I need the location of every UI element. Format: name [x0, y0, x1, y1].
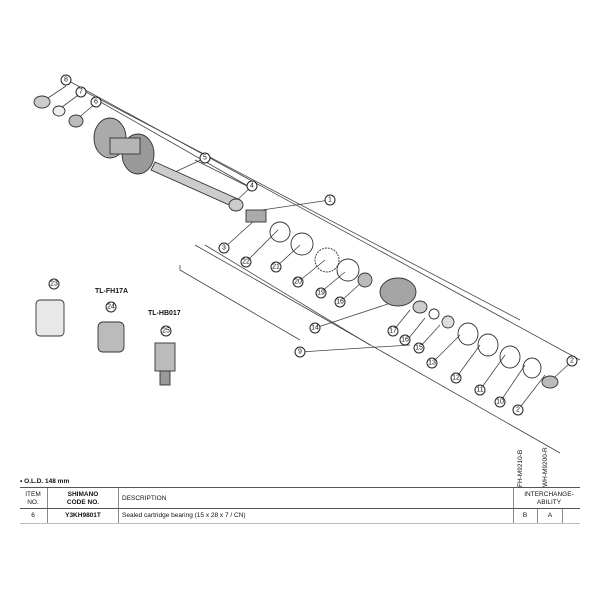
callout-14: 14 [309, 322, 321, 334]
svg-text:25: 25 [162, 328, 170, 335]
callout-21: 21 [270, 261, 282, 273]
svg-text:9: 9 [298, 349, 302, 356]
svg-text:23: 23 [50, 281, 58, 288]
callout-19: 19 [315, 287, 327, 299]
part-11-ring [499, 345, 521, 369]
part-15-seal [428, 308, 440, 320]
callout-9: 9 [294, 346, 306, 358]
part-21-ring [290, 232, 314, 256]
callout-2b: 2 [512, 404, 524, 416]
part-14-seal [441, 315, 455, 329]
row-interchange-b: B [522, 512, 528, 519]
svg-text:10: 10 [496, 399, 504, 406]
callout-11: 11 [474, 384, 486, 396]
part-25-tool-shaft [154, 342, 176, 372]
callout-6: 6 [90, 96, 102, 108]
svg-text:1: 1 [328, 197, 332, 204]
part-4-bearing [228, 198, 244, 212]
callout-1: 1 [324, 194, 336, 206]
row-description: Sealed cartridge bearing (15 x 28 x 7 / … [122, 512, 246, 519]
part-17-freehub-body [379, 277, 417, 307]
svg-text:20: 20 [294, 279, 302, 286]
callout-23: 23 [48, 278, 60, 290]
svg-text:16: 16 [336, 299, 344, 306]
old-note: • O.L.D. 148 mm [20, 478, 70, 485]
part-24-tool-sleeve [97, 321, 125, 353]
callout-8: 8 [60, 74, 72, 86]
svg-text:5: 5 [203, 155, 207, 162]
part-20-ratchet-ring [314, 247, 340, 273]
svg-text:22: 22 [242, 259, 250, 266]
svg-text:16: 16 [401, 337, 409, 344]
row-code: Y3KH9801T [65, 512, 101, 519]
svg-text:15: 15 [415, 345, 423, 352]
part-25-tool-tip [159, 370, 171, 386]
part-19-ring [336, 258, 360, 282]
table-row: 6 Y3KH9801T Sealed cartridge bearing (15… [20, 509, 580, 524]
svg-text:12: 12 [452, 375, 460, 382]
svg-text:14: 14 [311, 325, 319, 332]
part-12-ring [477, 333, 499, 357]
svg-text:11: 11 [476, 387, 483, 394]
part-7-seal [52, 105, 66, 117]
part-3-spacer [245, 209, 267, 223]
svg-text:6: 6 [94, 99, 98, 106]
tool-label-hb017: TL-HB017 [148, 310, 181, 317]
callout-25: 25 [160, 325, 172, 337]
part-10-ring [522, 357, 542, 379]
part-16-bearing [412, 300, 428, 314]
callout-7: 7 [75, 86, 87, 98]
svg-text:7: 7 [79, 89, 83, 96]
row-interchange-a: A [547, 512, 553, 519]
tool-label-fh17a: TL-FH17A [95, 288, 128, 295]
callout-10: 10 [494, 396, 506, 408]
callout-16b: 16 [334, 296, 346, 308]
part-hub-shell-body [109, 137, 141, 155]
part-13-ring [457, 322, 479, 346]
part-5-axle [150, 161, 241, 209]
svg-text:3: 3 [222, 245, 226, 252]
svg-text:17: 17 [389, 328, 397, 335]
svg-text:19: 19 [317, 290, 325, 297]
callout-22: 22 [240, 256, 252, 268]
callout-17: 17 [387, 325, 399, 337]
svg-text:24: 24 [107, 304, 115, 311]
row-item: 6 [31, 512, 35, 519]
callout-12: 12 [450, 372, 462, 384]
callout-3: 3 [218, 242, 230, 254]
svg-text:8: 8 [64, 77, 68, 84]
callout-2: 2 [566, 355, 578, 367]
header-interchangeability: INTERCHANGE-ABILITY [524, 491, 574, 506]
callout-15: 15 [413, 342, 425, 354]
callout-4: 4 [246, 180, 258, 192]
svg-text:13: 13 [428, 360, 436, 367]
svg-text:2: 2 [516, 407, 520, 414]
part-18-bearing [357, 272, 373, 288]
header-description: DESCRIPTION [122, 495, 167, 502]
svg-text:4: 4 [250, 183, 254, 190]
callout-13: 13 [426, 357, 438, 369]
svg-text:2: 2 [570, 358, 574, 365]
callout-5: 5 [199, 152, 211, 164]
part-23-grease-jar [35, 299, 65, 337]
callout-24: 24 [105, 301, 117, 313]
hub-parts [33, 95, 559, 389]
callout-16: 16 [399, 334, 411, 346]
part-6-bearing [68, 114, 84, 128]
part-22-ring [269, 221, 291, 243]
part-8-end-cap [33, 95, 51, 109]
callout-20: 20 [292, 276, 304, 288]
svg-text:21: 21 [272, 264, 280, 271]
part-2-end-cap [541, 375, 559, 389]
